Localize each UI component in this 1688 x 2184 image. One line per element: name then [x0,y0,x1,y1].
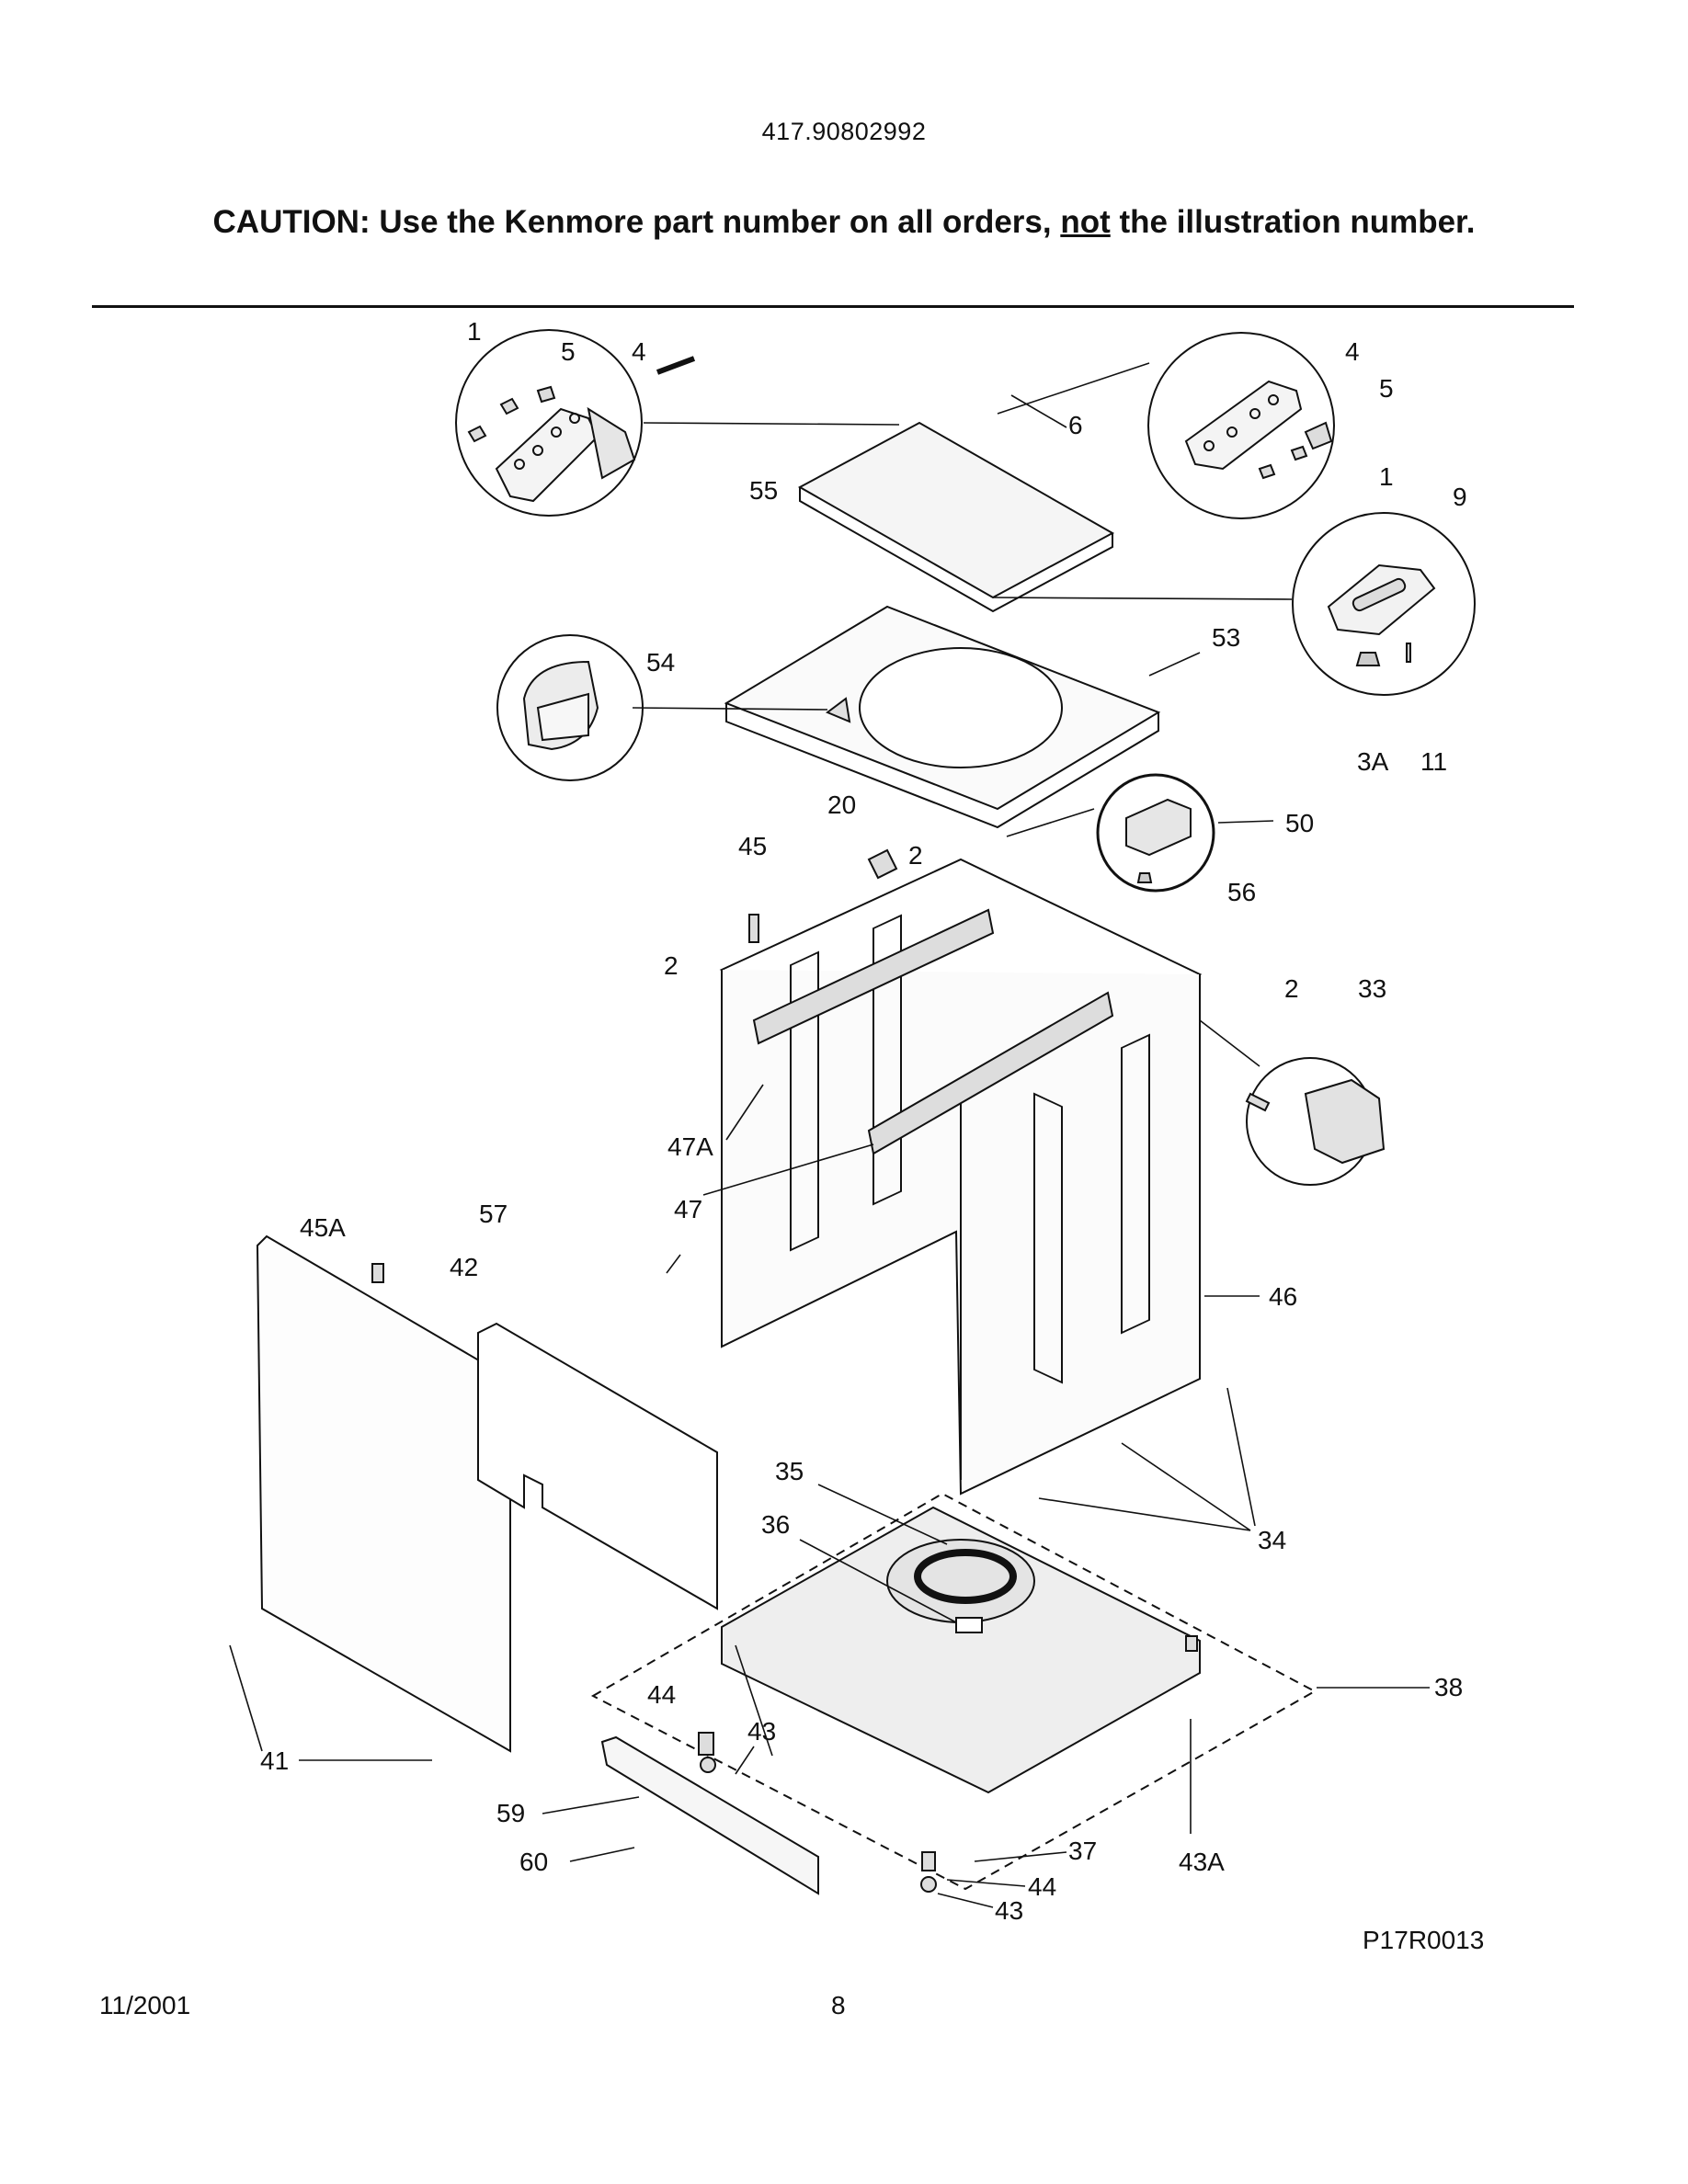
callout-2-right: 2 [1284,974,1299,1003]
callout-54: 54 [646,648,675,677]
callout-55: 55 [749,476,778,505]
callout-5-left: 5 [561,337,576,366]
footer-page-number: 8 [831,1991,846,2019]
callout-1-left: 1 [467,317,482,346]
callout-38: 38 [1434,1673,1463,1701]
caution-suffix: the illustration number. [1110,204,1476,240]
callout-4-right: 4 [1345,337,1360,366]
dispenser-detail [496,634,644,781]
callout-43a: 43A [1179,1848,1225,1876]
callout-2-left: 2 [664,951,679,980]
callout-37: 37 [1068,1837,1097,1865]
callout-45a: 45A [300,1213,346,1242]
caution-emphasis: not [1060,204,1111,240]
bracket-detail [1245,1057,1386,1186]
toe-plate [600,1735,819,1895]
callout-45: 45 [738,832,767,860]
callout-46: 46 [1269,1282,1297,1311]
snubber-ring [914,1549,1017,1604]
caution-prefix: CAUTION: Use the Kenmore part number on … [212,204,1061,240]
hinge-detail-left [455,329,643,517]
callout-11: 11 [1420,747,1447,776]
callout-4-left: 4 [632,337,646,366]
callout-47: 47 [674,1195,702,1223]
base [721,1506,1201,1794]
callout-36: 36 [761,1510,790,1539]
caution-notice: CAUTION: Use the Kenmore part number on … [0,204,1688,241]
header-divider [92,305,1574,308]
callout-43-left: 43 [747,1717,776,1746]
callouts: 1 5 4 55 6 4 5 1 9 54 53 3A 11 20 45 2 5… [260,317,1467,1925]
callout-53: 53 [1212,623,1240,652]
callout-1-right: 1 [1379,462,1394,491]
callout-59: 59 [496,1799,525,1827]
cabinet [719,858,1203,1496]
callout-44-left: 44 [647,1680,676,1709]
base-outline [590,1492,1317,1891]
callout-50: 50 [1285,809,1314,837]
callout-43-right: 43 [995,1896,1023,1925]
brace-47 [867,991,1114,1155]
callout-42: 42 [450,1253,478,1281]
diagram-code: P17R0013 [1363,1926,1485,1954]
leader-lines [229,362,1430,1908]
insulation-panel [477,1322,718,1610]
model-number: 417.90802992 [761,118,927,145]
front-panel [256,1234,511,1753]
callout-60: 60 [519,1848,548,1876]
hinge-detail-right [1147,332,1335,519]
callout-35: 35 [775,1457,804,1485]
callout-41: 41 [260,1746,289,1775]
callout-56: 56 [1227,878,1256,906]
callout-2-top: 2 [908,841,923,870]
callout-20: 20 [827,791,856,819]
footer-date: 11/2001 [99,1991,191,2019]
lock-detail [1096,773,1215,893]
callout-9: 9 [1453,483,1467,511]
top-panel [724,605,1161,829]
callout-34: 34 [1258,1526,1286,1554]
callout-44-right: 44 [1028,1872,1056,1901]
callout-57: 57 [479,1200,508,1228]
callout-33: 33 [1358,974,1386,1003]
callout-47a: 47A [667,1132,713,1161]
callout-6: 6 [1068,411,1083,439]
brace-47a [752,908,995,1045]
callout-5-right: 5 [1379,374,1394,403]
lid-switch-detail [1292,512,1476,696]
callout-3a: 3A [1357,747,1389,776]
